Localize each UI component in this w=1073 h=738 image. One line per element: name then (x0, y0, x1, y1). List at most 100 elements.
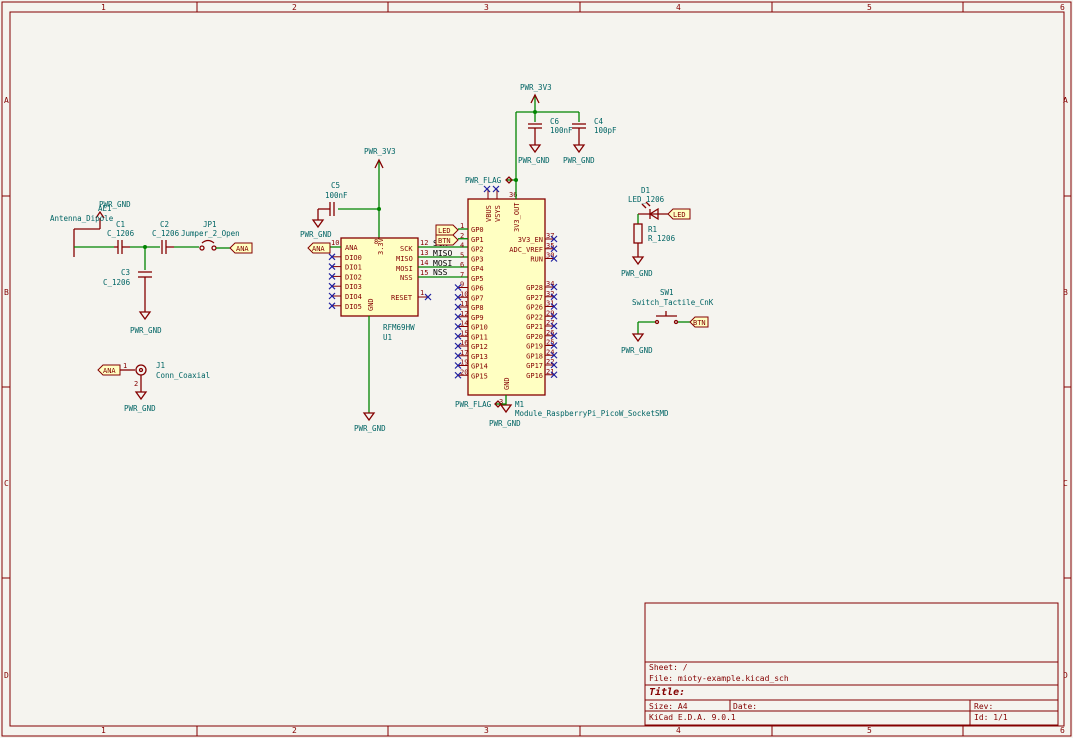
d1-value: LED_1206 (628, 195, 665, 204)
title-field: Title: (649, 686, 685, 698)
m1-nc-gp21 (550, 322, 558, 330)
u1-mosi-pin: MOSI (396, 265, 413, 273)
row-label-b-right: B (1063, 288, 1068, 297)
pwr-3v3-u1[interactable] (374, 158, 384, 238)
m1-r-num-2: 31 (546, 300, 554, 308)
u1-body[interactable] (340, 237, 419, 317)
col-label-1-bottom: 1 (101, 726, 106, 735)
m1-gnd-power[interactable] (499, 395, 513, 414)
d1-ref: D1 (641, 186, 650, 195)
m1-pin-gp21: GP21 (526, 323, 543, 331)
j1-gnd-label: PWR_GND (124, 404, 156, 413)
m1-pin-num-0: 1 (460, 222, 464, 230)
inner-frame (9, 11, 1065, 727)
u1-nc-dio5 (328, 302, 336, 310)
connector-j1[interactable] (134, 364, 148, 401)
m1-pin-gp5: GP5 (471, 275, 484, 283)
net-label-ana-jp1[interactable] (229, 242, 253, 254)
col-label-2: 2 (292, 3, 297, 12)
m1-pin-gp11: GP11 (471, 333, 488, 341)
col-label-3: 3 (484, 3, 489, 12)
capacitor-c2[interactable] (161, 240, 174, 254)
pwr-3v3-m1[interactable] (530, 93, 540, 112)
col-label-5-bottom: 5 (867, 726, 872, 735)
m1-left-pins: GP01GP12GP24GP35GP46GP57GP69GP710GP811GP… (454, 222, 488, 380)
u1-miso-pin: MISO (396, 255, 413, 263)
m1-r-num-6: 25 (546, 339, 554, 347)
m1-pin-gp10: GP10 (471, 324, 488, 332)
m1-gnd-num: 3 (499, 398, 503, 406)
m1-pin-gp7: GP7 (471, 294, 484, 302)
u1-gnd-pin: GND (367, 298, 375, 311)
c2-value: C_1206 (152, 229, 180, 238)
u1-pin-dio4: DIO4 (345, 293, 362, 301)
sw1-value: Switch_Tactile_CnK (632, 298, 714, 307)
net-label-btn-m1[interactable] (435, 234, 459, 246)
net-label-ana-u1[interactable] (307, 242, 331, 254)
jumper-jp1[interactable] (199, 239, 217, 251)
capacitor-c6[interactable] (528, 123, 542, 154)
resistor-r1[interactable] (631, 223, 645, 266)
capacitor-c3[interactable] (138, 271, 152, 321)
net-label-btn-sw1[interactable] (689, 316, 709, 328)
col-label-6-bottom: 6 (1060, 726, 1065, 735)
m1-pin-gp12: GP12 (471, 343, 488, 351)
c5-ref: C5 (331, 181, 340, 190)
ana-label-jp1: ANA (236, 245, 249, 253)
m1-nc-gp20 (550, 332, 558, 340)
j1-value: Conn_Coaxial (156, 371, 210, 380)
m1-pin-gp27: GP27 (526, 294, 543, 302)
col-label-5: 5 (867, 3, 872, 12)
c3-value: C_1206 (103, 278, 131, 287)
led-d1[interactable] (637, 201, 668, 224)
u1-gnd-power[interactable] (362, 316, 376, 422)
u1-3v3-pin: 3.3V (377, 237, 385, 255)
capacitor-c4[interactable] (572, 123, 586, 154)
m1-nc-gp9 (454, 313, 462, 321)
u1-ref: U1 (383, 333, 392, 342)
m1-pin-num-11: 15 (460, 329, 468, 337)
m1-nc-gp18 (550, 351, 558, 359)
c2-ref: C2 (160, 220, 169, 229)
pwr-flag-gnd[interactable] (494, 400, 506, 408)
net-label-led-m1[interactable] (435, 224, 459, 236)
m1-pin-num-5: 7 (460, 271, 464, 279)
m1-pin-gp17: GP17 (526, 362, 543, 370)
m1-nc-run (550, 255, 558, 262)
m1-pin-num-13: 17 (460, 349, 468, 357)
junction-flag (514, 178, 518, 182)
rev-field: Rev: (974, 702, 993, 711)
m1-pin-num-7: 10 (460, 290, 468, 298)
m1-pin-gp14: GP14 (471, 363, 488, 371)
id-field: Id: 1/1 (974, 713, 1008, 722)
col-label-6: 6 (1060, 3, 1065, 12)
c1-value: C_1206 (107, 229, 135, 238)
m1-pin-num-2: 4 (460, 242, 464, 250)
m1-nc-gp17 (550, 361, 558, 369)
m1-nc-gp27 (550, 293, 558, 301)
led-label-m1: LED (438, 227, 451, 235)
m1-pin-gp1: GP1 (471, 236, 484, 244)
m1-pin-gp4: GP4 (471, 265, 484, 273)
m1-r-num-5: 26 (546, 329, 554, 337)
row-label-a: A (4, 96, 9, 105)
capacitor-c5[interactable] (311, 202, 335, 229)
m1-rt-num-1: 35 (546, 242, 554, 250)
m1-pin-num-1: 2 (460, 232, 464, 240)
m1-nc-gp28 (550, 283, 558, 291)
capacitor-c1[interactable] (114, 240, 130, 254)
row-label-c: C (4, 479, 9, 488)
ana-label-u1: ANA (312, 245, 325, 253)
m1-3v3out-pin: 3V3_OUT (513, 202, 521, 232)
antenna-ae1[interactable] (73, 210, 105, 257)
u1-pin-ana: ANA (345, 244, 358, 252)
pwr-flag-3v3[interactable] (505, 176, 513, 184)
u1-pin-dio5: DIO5 (345, 303, 362, 311)
col-label-1: 1 (101, 3, 106, 12)
m1-pin-gp20: GP20 (526, 333, 543, 341)
pwr-3v3-m1-label: PWR_3V3 (520, 83, 552, 92)
switch-sw1[interactable] (631, 311, 690, 343)
c3-gnd-label: PWR_GND (130, 326, 162, 335)
net-label-led-d1[interactable] (667, 208, 691, 220)
